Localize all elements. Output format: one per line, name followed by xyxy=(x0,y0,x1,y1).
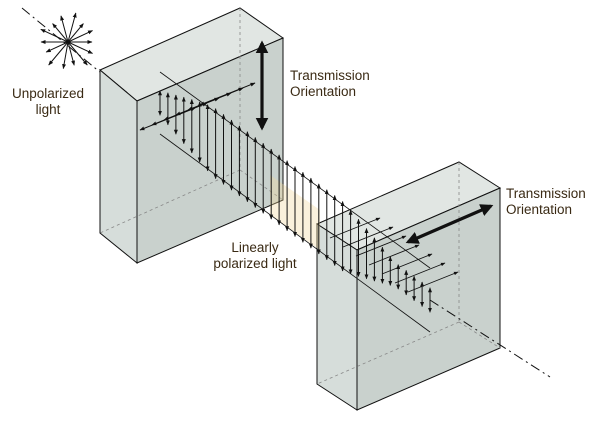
linear-label-line1: Linearly xyxy=(231,240,279,255)
transmission-top-line2: Orientation xyxy=(290,84,357,99)
horizontal-component xyxy=(394,262,446,284)
transmission-right-line2: Orientation xyxy=(506,202,573,217)
transmission-top-line1: Transmission xyxy=(290,68,370,83)
horizontal-component xyxy=(407,271,459,293)
linearly-polarized-light-label: Linearly polarized light xyxy=(196,240,314,272)
transmission-right-line1: Transmission xyxy=(506,186,586,201)
horizontal-component xyxy=(355,235,407,257)
unpolarized-component xyxy=(199,82,256,106)
horizontal-component xyxy=(329,217,381,239)
blocked-horizontal-component xyxy=(329,217,459,293)
star-ray xyxy=(67,41,75,66)
star-ray xyxy=(52,23,69,43)
star-ray xyxy=(48,41,69,66)
star-ray xyxy=(67,41,93,54)
star-ray xyxy=(67,30,93,43)
unpolarized-light-label: Unpolarized light xyxy=(8,86,88,118)
second-polarizer xyxy=(315,161,502,411)
unpolarized-star-icon xyxy=(40,12,93,70)
star-ray xyxy=(67,23,84,43)
horizontal-component xyxy=(368,244,420,266)
star-ray xyxy=(60,15,69,43)
light-axis-exit xyxy=(429,299,551,378)
transmission-orientation-label-top: Transmission Orientation xyxy=(290,68,370,100)
star-ray xyxy=(67,12,77,43)
horizontal-component xyxy=(381,253,433,275)
first-polarizer-side xyxy=(99,68,138,265)
linear-label-line2: polarized light xyxy=(213,256,297,271)
horizontal-transmission-arrow xyxy=(405,204,494,244)
unpolarized-label-line1: Unpolarized xyxy=(11,86,85,101)
star-ray xyxy=(62,41,69,70)
star-ray xyxy=(67,41,88,66)
star-ray xyxy=(40,28,69,43)
horizontal-component xyxy=(342,226,394,248)
transmission-orientation-label-right: Transmission Orientation xyxy=(506,186,586,218)
unpolarized-label-line2: light xyxy=(35,102,61,117)
star-ray xyxy=(45,41,69,53)
